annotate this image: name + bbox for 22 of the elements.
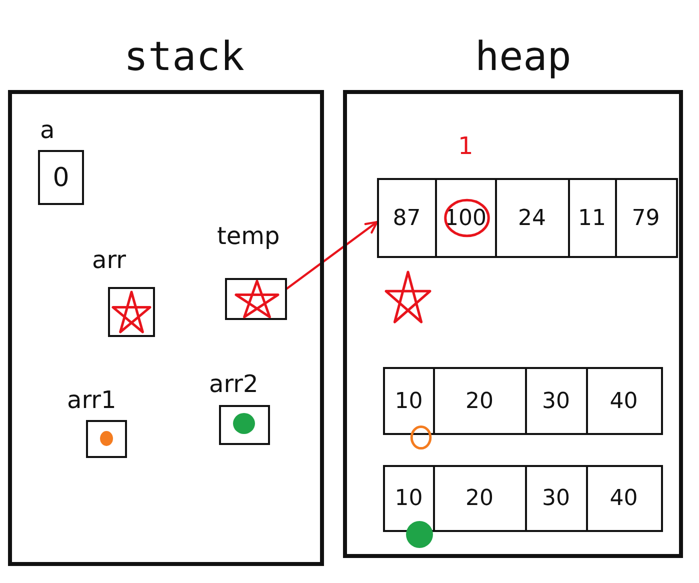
array-cell: 100	[436, 180, 496, 256]
variable-name: arr2	[209, 370, 258, 398]
array-cell: 87	[379, 180, 436, 256]
array-cell: 24	[496, 180, 570, 256]
variable-name: temp	[217, 222, 280, 250]
section-title: stack	[124, 34, 244, 80]
array-cell: 30	[526, 369, 588, 433]
array-cell-text: 40	[608, 388, 639, 416]
variable-name: arr	[92, 246, 126, 274]
array-cell: 30	[526, 467, 588, 530]
array-cell: 20	[434, 369, 526, 433]
array-cell: 20	[434, 467, 526, 530]
array-cell: 10	[385, 369, 434, 433]
variable-name: a	[40, 116, 55, 144]
arrow	[286, 220, 378, 290]
array-cell: 11	[570, 180, 616, 256]
variable-name: arr1	[67, 386, 116, 414]
section-title: heap	[475, 34, 572, 80]
array-cell-text: 79	[630, 204, 661, 232]
index-label: 1	[458, 132, 474, 160]
array-cell-text: 40	[608, 485, 639, 513]
value-text: 0	[52, 162, 70, 192]
